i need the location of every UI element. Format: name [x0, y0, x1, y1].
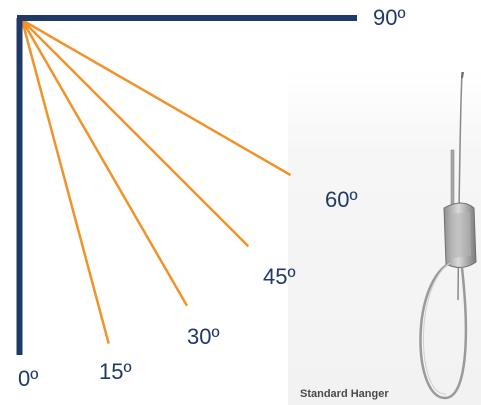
angle-label-30: 30º [187, 324, 220, 349]
hanger-caption: Standard Hanger [300, 388, 389, 400]
angle-ray-30 [20, 19, 189, 307]
angle-label-90: 90º [373, 5, 406, 30]
angle-label-60: 60º [325, 187, 358, 212]
angle-label-45: 45º [263, 264, 296, 289]
angle-label-0: 0º [18, 366, 39, 391]
angle-ray-45 [21, 19, 250, 248]
angle-ray-60 [21, 18, 292, 177]
angle-rays [20, 18, 292, 344]
angle-label-15: 15º [99, 359, 132, 384]
standard-hanger-icon [419, 71, 477, 400]
angle-ray-15 [20, 19, 110, 344]
